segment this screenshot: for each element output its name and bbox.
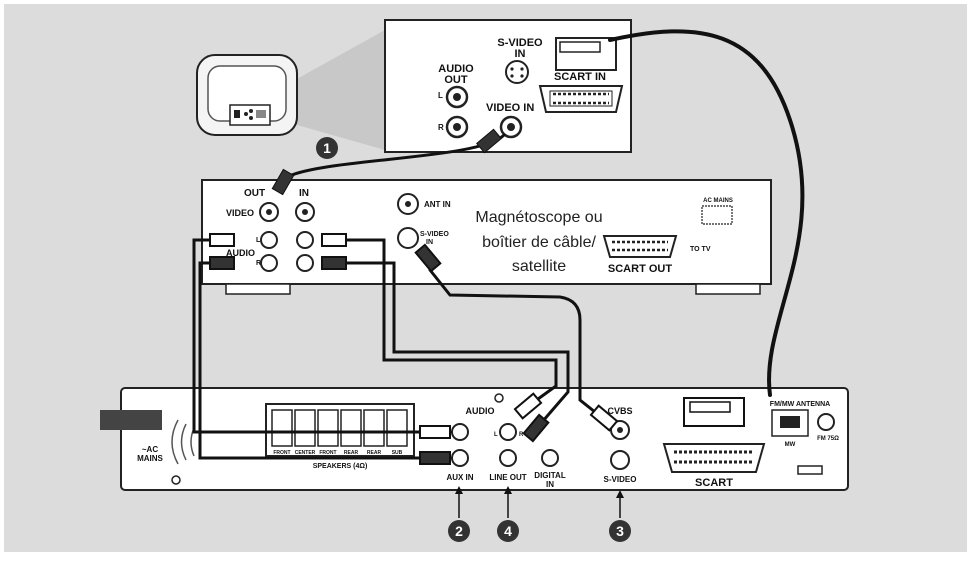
vcr-ac-mains-label: AC MAINS xyxy=(703,198,733,204)
rx-scart-label: SCART xyxy=(695,477,733,489)
vcr-ant-in-label: ANT IN xyxy=(424,200,451,209)
line-out-label: LINE OUT xyxy=(489,473,526,482)
vcr-audio-label: AUDIO xyxy=(226,248,255,258)
rx-ac-mains-label-2: MAINS xyxy=(137,454,163,463)
tv-audio-r-label: R xyxy=(438,123,444,132)
tv-svideo-port[interactable] xyxy=(505,60,529,84)
step-3-number: 3 xyxy=(616,523,624,539)
vcr-audio-out-l[interactable] xyxy=(260,231,278,249)
cvbs-label: CVBS xyxy=(607,406,632,416)
sp-center-label: CENTER xyxy=(295,450,316,456)
fm-antenna-jack[interactable] xyxy=(817,413,835,431)
line-out-r-jack[interactable] xyxy=(499,449,517,467)
tv-illustration xyxy=(196,30,385,150)
scart-cable xyxy=(608,29,805,397)
rx-audio-label: AUDIO xyxy=(466,406,495,416)
step-4-number: 4 xyxy=(504,523,512,539)
rx-svideo-label: S-VIDEO xyxy=(604,475,637,484)
fm-label: FM 75Ω xyxy=(817,436,839,442)
sp-rear2-label: REAR xyxy=(367,450,382,456)
vcr-svideo-port[interactable] xyxy=(397,227,419,249)
rx-scart-port[interactable] xyxy=(662,443,766,473)
sp-front-label: FRONT xyxy=(273,450,290,456)
vcr-svideo-in-label: IN xyxy=(426,239,433,246)
vcr-video-label: VIDEO xyxy=(226,208,254,218)
tv-svideo-label: S-VIDEO xyxy=(497,37,543,49)
aux-in-l-jack[interactable] xyxy=(451,423,469,441)
line-out-l-label: L xyxy=(494,432,498,438)
vcr-out-label: OUT xyxy=(244,188,265,199)
step-badge-2: 2 xyxy=(448,486,470,542)
rx-ac-mains-label: ~AC xyxy=(142,445,158,454)
tv-video-in-label: VIDEO IN xyxy=(486,102,534,114)
rx-svideo-port[interactable] xyxy=(610,450,630,470)
antenna-label: FM/MW ANTENNA xyxy=(770,401,830,408)
vcr-audio-l-label: L xyxy=(256,237,261,244)
vcr-audio-r-label: R xyxy=(256,260,261,267)
mw-label: MW xyxy=(785,442,796,448)
vcr-name-line3: satellite xyxy=(512,258,566,275)
tv-scart-in-label: SCART IN xyxy=(554,71,606,83)
vcr-in-label: IN xyxy=(299,188,309,199)
digital-in-jack[interactable] xyxy=(541,449,559,467)
receiver-device: ~AC MAINS FRONT CENTER FRONT REAR REAR S… xyxy=(100,387,849,491)
digital-in-label-2: IN xyxy=(546,480,554,489)
tv-svideo-in-label: IN xyxy=(515,48,526,60)
tv-audio-out-label-2: OUT xyxy=(444,74,468,86)
line-out-r-label: R xyxy=(519,432,524,438)
step-badge-3: 3 xyxy=(609,490,631,542)
step-2-number: 2 xyxy=(455,523,463,539)
sp-front2-label: FRONT xyxy=(319,450,336,456)
aux-in-r-jack[interactable] xyxy=(451,449,469,467)
sp-sub-label: SUB xyxy=(392,450,403,456)
vcr-audio-in-l[interactable] xyxy=(296,231,314,249)
vcr-audio-out-r[interactable] xyxy=(260,254,278,272)
power-cable xyxy=(100,410,162,430)
vcr-svideo-label: S-VIDEO xyxy=(420,231,449,238)
step-1-number: 1 xyxy=(323,140,331,156)
svideo-cable xyxy=(428,268,607,422)
tv-audio-l-label: L xyxy=(438,91,443,100)
cable-plugs xyxy=(209,128,745,465)
audio-cable-line-r xyxy=(338,261,570,438)
vcr-audio-in-r[interactable] xyxy=(296,254,314,272)
tv-back-panel: S-VIDEO IN AUDIO OUT L R VIDEO IN SCART … xyxy=(384,19,632,153)
speakers-label: SPEAKERS (4Ω) xyxy=(313,463,368,470)
line-out-l-jack[interactable] xyxy=(499,423,517,441)
sp-rear-label: REAR xyxy=(344,450,359,456)
aux-in-label: AUX IN xyxy=(446,473,473,482)
vcr-name-line2: boîtier de câble/ xyxy=(482,234,596,251)
step-badge-1: 1 xyxy=(316,137,338,159)
step-badge-4: 4 xyxy=(497,486,519,542)
tv-scart-port[interactable] xyxy=(538,85,624,113)
vcr-to-tv-label: TO TV xyxy=(690,246,711,253)
digital-in-label: DIGITAL xyxy=(534,471,566,480)
audio-cable-line-l xyxy=(338,238,558,414)
vcr-scart-out-port[interactable] xyxy=(602,235,678,258)
vcr-name-line1: Magnétoscope ou xyxy=(475,209,602,226)
vcr-scart-out-label: SCART OUT xyxy=(608,263,672,275)
tv-audio-out-label: AUDIO xyxy=(438,63,474,75)
vcr-device: OUT IN VIDEO AUDIO L R ANT IN S-VIDEO IN… xyxy=(201,179,772,295)
